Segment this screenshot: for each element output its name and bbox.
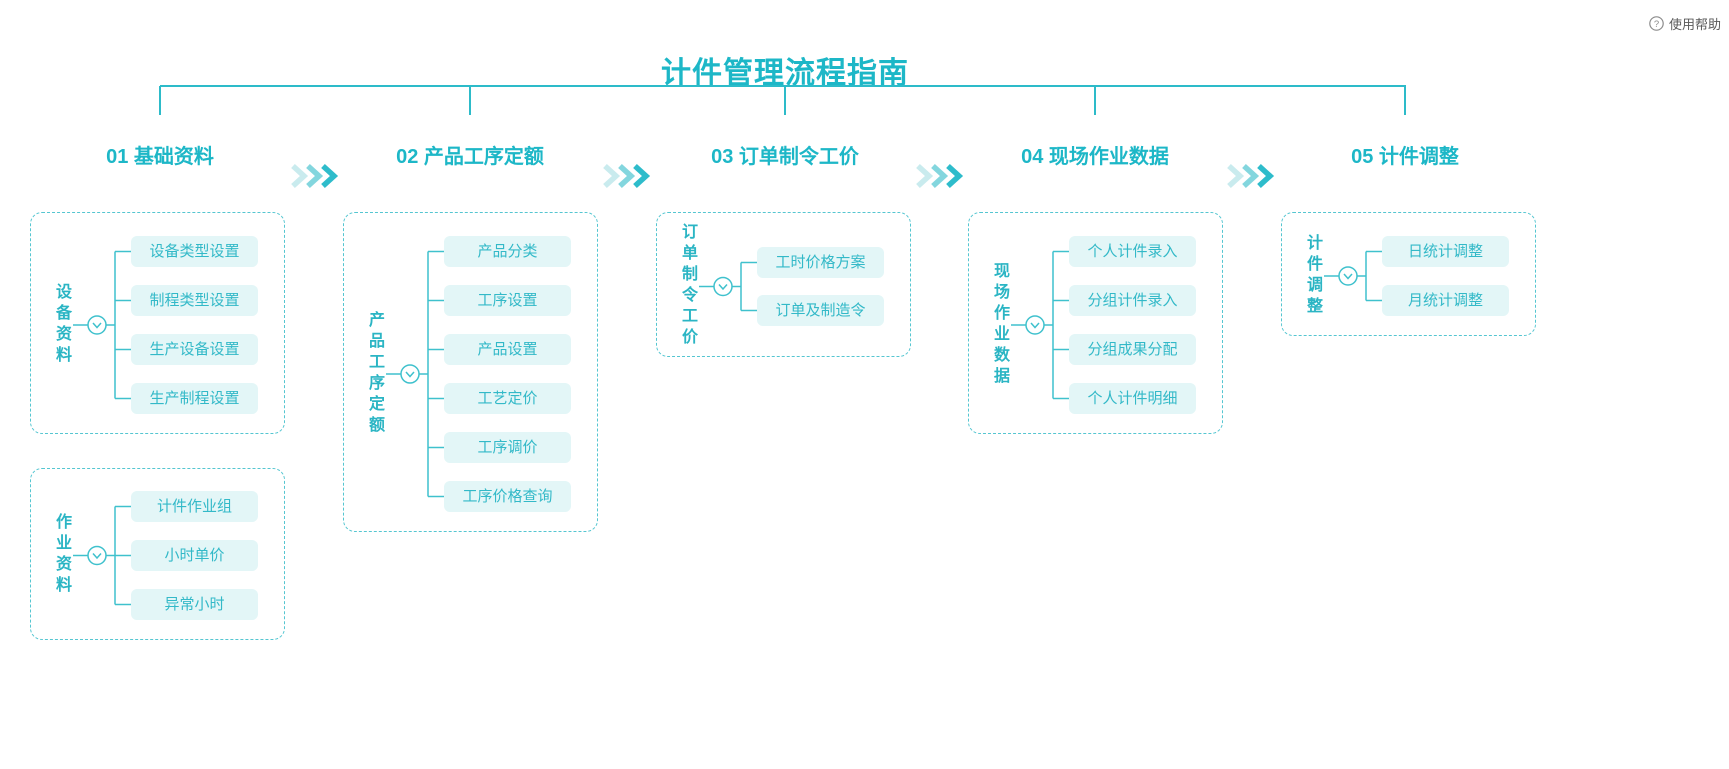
triple-chevron-icon — [291, 163, 339, 189]
group-label: 作业资料 — [53, 513, 70, 597]
menu-item[interactable]: 产品分类 — [444, 236, 571, 267]
collapse-toggle-icon[interactable] — [1338, 266, 1358, 286]
connector-wires — [73, 505, 131, 606]
panel-product-process-quota: 产品工序定额 产品分类 工序设置 产品设置 工艺定价 工序调价 工序价格查询 — [343, 212, 598, 532]
triple-chevron-icon — [916, 163, 964, 189]
bracket-tick — [784, 86, 786, 115]
group-label: 产品工序定额 — [366, 311, 383, 437]
help-link[interactable]: ? 使用帮助 — [1649, 14, 1721, 33]
bracket-tick — [469, 86, 471, 115]
menu-item[interactable]: 制程类型设置 — [131, 285, 258, 316]
panel-piecework-adjustment: 计件调整 日统计调整 月统计调整 — [1281, 212, 1536, 336]
collapse-toggle-icon[interactable] — [400, 364, 420, 384]
menu-item[interactable]: 日统计调整 — [1382, 236, 1509, 267]
connector-wires — [386, 250, 444, 498]
menu-item[interactable]: 工时价格方案 — [757, 247, 884, 278]
collapse-toggle-icon[interactable] — [713, 276, 733, 297]
bracket-tick — [159, 86, 161, 115]
group-label: 现场作业数据 — [991, 262, 1008, 388]
menu-item[interactable]: 订单及制造令 — [757, 295, 884, 326]
menu-item[interactable]: 产品设置 — [444, 334, 571, 365]
menu-item[interactable]: 计件作业组 — [131, 491, 258, 522]
collapse-toggle-icon[interactable] — [87, 315, 107, 335]
connector-wires — [73, 250, 131, 400]
question-circle-icon: ? — [1649, 16, 1664, 31]
menu-item[interactable]: 生产设备设置 — [131, 334, 258, 365]
section-header-03: 03 订单制令工价 — [711, 146, 859, 168]
menu-item[interactable]: 工序价格查询 — [444, 481, 571, 512]
bracket-tick — [1404, 86, 1406, 115]
group-label: 计件调整 — [1304, 234, 1321, 318]
panel-onsite-operation-data: 现场作业数据 个人计件录入 分组计件录入 分组成果分配 个人计件明细 — [968, 212, 1223, 434]
section-header-02: 02 产品工序定额 — [396, 146, 544, 168]
menu-item[interactable]: 工序调价 — [444, 432, 571, 463]
menu-item[interactable]: 工艺定价 — [444, 383, 571, 414]
menu-item[interactable]: 设备类型设置 — [131, 236, 258, 267]
page-title: 计件管理流程指南 — [661, 57, 909, 90]
triple-chevron-icon — [1227, 163, 1275, 189]
group-label: 设备资料 — [53, 283, 70, 367]
panel-equipment-data: 设备资料 设备类型设置 制程类型设置 生产设备设置 生产制程设置 — [30, 212, 285, 434]
menu-item[interactable]: 生产制程设置 — [131, 383, 258, 414]
bracket-tick — [1094, 86, 1096, 115]
menu-item[interactable]: 个人计件明细 — [1069, 383, 1196, 414]
section-header-01: 01 基础资料 — [106, 146, 214, 168]
panel-order-work-price: 订单制令工价 工时价格方案 订单及制造令 — [656, 212, 911, 357]
menu-item[interactable]: 月统计调整 — [1382, 285, 1509, 316]
collapse-toggle-icon[interactable] — [87, 545, 107, 566]
section-header-04: 04 现场作业数据 — [1021, 146, 1169, 168]
bracket-line — [160, 85, 1406, 87]
section-header-05: 05 计件调整 — [1351, 146, 1459, 168]
menu-item[interactable]: 工序设置 — [444, 285, 571, 316]
help-label: 使用帮助 — [1668, 17, 1721, 32]
panel-operation-data: 作业资料 计件作业组 小时单价 异常小时 — [30, 468, 285, 640]
menu-item[interactable]: 个人计件录入 — [1069, 236, 1196, 267]
menu-item[interactable]: 小时单价 — [131, 540, 258, 571]
menu-item[interactable]: 分组成果分配 — [1069, 334, 1196, 365]
connector-wires — [699, 261, 757, 312]
collapse-toggle-icon[interactable] — [1025, 315, 1045, 335]
svg-text:?: ? — [1654, 19, 1659, 30]
triple-chevron-icon — [603, 163, 651, 189]
connector-wires — [1011, 250, 1069, 400]
connector-wires — [1324, 250, 1382, 302]
group-label: 订单制令工价 — [679, 223, 696, 349]
menu-item[interactable]: 分组计件录入 — [1069, 285, 1196, 316]
menu-item[interactable]: 异常小时 — [131, 589, 258, 620]
